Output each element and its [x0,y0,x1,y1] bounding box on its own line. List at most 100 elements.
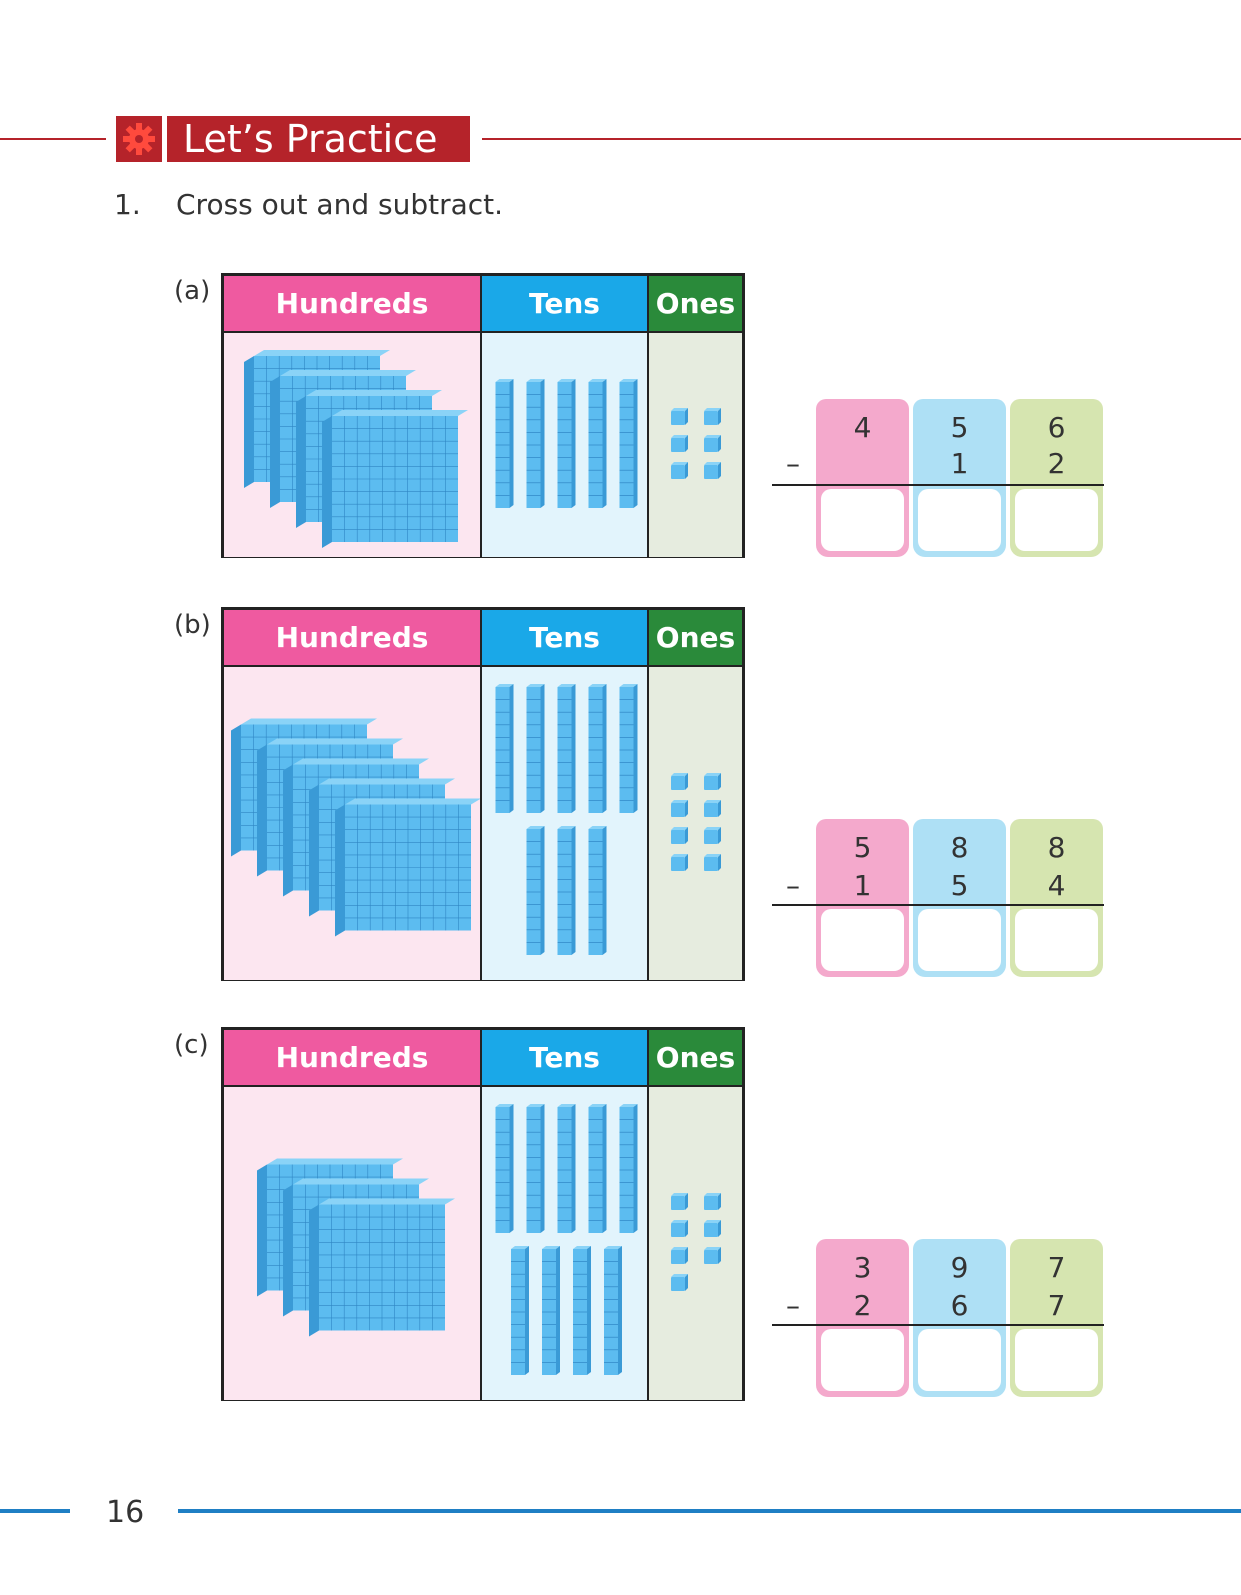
minuend-hundreds: 3 [853,1251,872,1284]
place-value-chart: Hundreds Tens Ones [221,273,745,558]
part-label: (a) [174,276,211,306]
hundreds-cell[interactable] [224,1087,482,1400]
tens-cell[interactable] [482,667,649,980]
minuend-tens: 9 [950,1251,969,1284]
subtraction-line [772,484,1104,486]
subtraction-frame: 4 5 1 6 2 – [772,399,1104,559]
ten-rod[interactable] [495,684,514,813]
ten-rod[interactable] [526,826,545,955]
section-title: Let’s Practice [167,116,470,162]
ten-rod[interactable] [511,1246,529,1375]
minuend-tens: 5 [950,411,969,444]
one-cube[interactable] [671,854,688,871]
ten-rod[interactable] [619,379,638,508]
minuend-ones: 7 [1047,1251,1066,1284]
ten-rod[interactable] [557,1104,576,1233]
one-cube[interactable] [704,773,721,790]
bottom-rule-right [178,1509,1241,1513]
ten-rod[interactable] [542,1246,560,1375]
header-tens: Tens [482,276,649,331]
ten-rod[interactable] [573,1246,591,1375]
ones-cell[interactable] [649,333,742,557]
ten-rod[interactable] [526,379,545,508]
one-cube[interactable] [671,408,688,425]
chart-header: Hundreds Tens Ones [224,1030,742,1087]
ones-cell[interactable] [649,1087,742,1400]
ten-rod[interactable] [588,379,607,508]
subtrahend-tens: 1 [950,447,969,480]
header-hundreds: Hundreds [224,1030,482,1085]
ten-rod[interactable] [526,684,545,813]
ten-rod[interactable] [604,1246,622,1375]
chart-body [224,1087,742,1400]
one-cube[interactable] [671,827,688,844]
ones-cell[interactable] [649,667,742,980]
chart-header: Hundreds Tens Ones [224,276,742,333]
one-cube[interactable] [704,1220,721,1237]
one-cube[interactable] [704,854,721,871]
ten-rod[interactable] [588,1104,607,1233]
answer-box-hundreds[interactable] [816,905,909,977]
header-ones: Ones [649,610,742,665]
one-cube[interactable] [671,1193,688,1210]
one-cube[interactable] [671,1247,688,1264]
place-value-chart: Hundreds Tens Ones [221,607,745,981]
tens-cell[interactable] [482,333,649,557]
one-cube[interactable] [704,435,721,452]
subtraction-line [772,1324,1104,1326]
tens-cell[interactable] [482,1087,649,1400]
answer-box-tens[interactable] [913,905,1006,977]
hundred-flat[interactable] [322,410,468,548]
one-cube[interactable] [704,408,721,425]
ten-rod[interactable] [588,684,607,813]
minuend-hundreds: 5 [853,831,872,864]
part-label: (c) [174,1030,209,1060]
question-number: 1. [114,188,141,221]
question-text: Cross out and subtract. [176,188,504,221]
one-cube[interactable] [671,435,688,452]
ten-rod[interactable] [588,826,607,955]
one-cube[interactable] [704,827,721,844]
answer-box-ones[interactable] [1010,1325,1103,1397]
header-hundreds: Hundreds [224,276,482,331]
subtraction-frame: 3 2 9 6 7 7 – [772,1239,1104,1399]
ten-rod[interactable] [557,379,576,508]
hundred-flat[interactable] [335,798,480,937]
ten-rod[interactable] [495,1104,514,1233]
ten-rod[interactable] [557,826,576,955]
one-cube[interactable] [671,773,688,790]
minuend-tens: 8 [950,831,969,864]
subtrahend-ones: 7 [1047,1289,1066,1322]
place-value-chart: Hundreds Tens Ones [221,1027,745,1401]
one-cube[interactable] [671,462,688,479]
bottom-rule-left [0,1509,70,1513]
answer-box-ones[interactable] [1010,905,1103,977]
one-cube[interactable] [671,1274,688,1291]
ten-rod[interactable] [619,1104,638,1233]
hundreds-cell[interactable] [224,667,482,980]
one-cube[interactable] [704,462,721,479]
answer-box-tens[interactable] [913,1325,1006,1397]
answer-box-hundreds[interactable] [816,1325,909,1397]
ten-rod[interactable] [557,684,576,813]
one-cube[interactable] [704,1247,721,1264]
answer-box-ones[interactable] [1010,485,1103,557]
chart-body [224,333,742,557]
ten-rod[interactable] [619,684,638,813]
minus-sign: – [786,869,800,902]
chart-header: Hundreds Tens Ones [224,610,742,667]
subtraction-frame: 5 1 8 5 8 4 – [772,819,1104,979]
one-cube[interactable] [671,800,688,817]
top-rule-right [482,138,1241,140]
hundreds-cell[interactable] [224,333,482,557]
ten-rod[interactable] [495,379,514,508]
one-cube[interactable] [704,1193,721,1210]
answer-box-hundreds[interactable] [816,485,909,557]
hundred-flat[interactable] [309,1198,455,1337]
ten-rod[interactable] [526,1104,545,1233]
answer-box-tens[interactable] [913,485,1006,557]
header-ones: Ones [649,1030,742,1085]
one-cube[interactable] [671,1220,688,1237]
one-cube[interactable] [704,800,721,817]
subtrahend-tens: 5 [950,869,969,902]
